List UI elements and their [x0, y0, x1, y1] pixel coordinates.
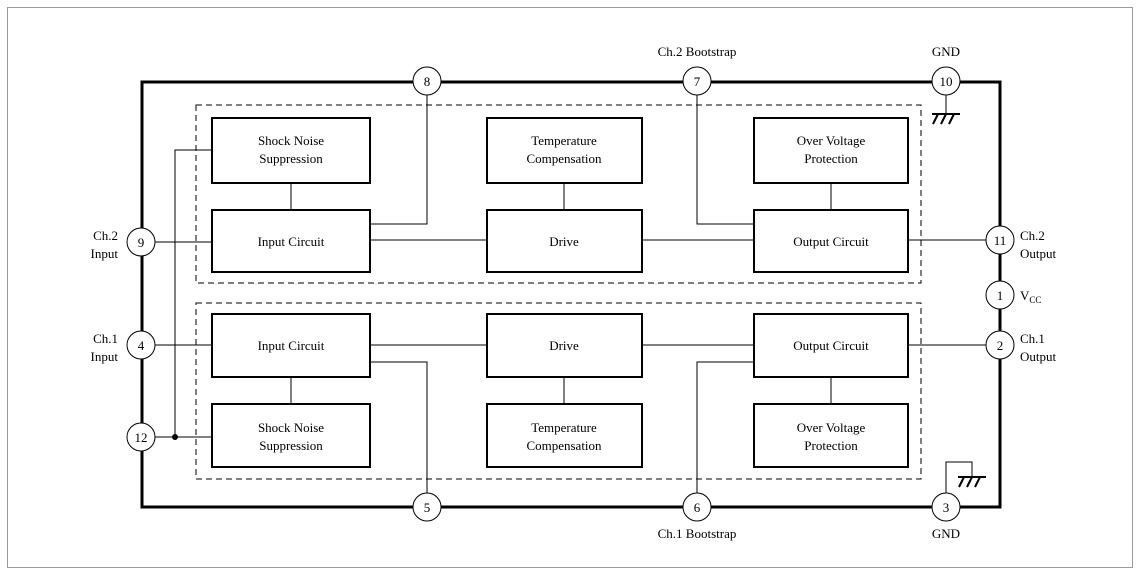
ch1-ovp-line1: Over Voltage — [797, 420, 866, 435]
ch1-input-label-line1: Ch.1 — [93, 331, 118, 346]
ch1-drive-label: Drive — [549, 338, 579, 353]
pins — [126, 66, 1015, 522]
ch1-shock-noise-block — [211, 403, 371, 468]
pin-11 — [985, 225, 1015, 255]
pin-10 — [931, 66, 961, 96]
ch2-ovp-block — [753, 117, 909, 184]
pin-12 — [126, 422, 156, 452]
ch2-shock-noise-block — [211, 117, 371, 184]
ch2-ovp-line2: Protection — [804, 151, 858, 166]
ch2-output-circuit-block — [753, 209, 909, 273]
blocks — [211, 117, 909, 468]
ch2-input-circuit-label: Input Circuit — [258, 234, 325, 249]
ch2-bootstrap-label: Ch.2 Bootstrap — [658, 44, 737, 59]
wires — [155, 95, 986, 494]
ch1-temperature-line1: Temperature — [531, 420, 597, 435]
ch1-ovp-line2: Protection — [804, 438, 858, 453]
ch1-output-circuit-block — [753, 313, 909, 378]
ch2-temperature-line2: Compensation — [526, 151, 602, 166]
ch2-shock-noise-line1: Shock Noise — [258, 133, 324, 148]
ch1-output-circuit-label: Output Circuit — [793, 338, 869, 353]
pin-5-number: 5 — [424, 500, 431, 515]
pin-4-number: 4 — [138, 338, 145, 353]
pin-6-number: 6 — [694, 500, 701, 515]
ch1-shock-noise-line2: Suppression — [259, 438, 323, 453]
ch1-input-circuit-block — [211, 313, 371, 378]
pin-9-number: 9 — [138, 235, 145, 250]
vcc-main: V — [1020, 288, 1030, 303]
ch1-output-label-line2: Output — [1020, 349, 1057, 364]
ch2-input-circuit-block — [211, 209, 371, 273]
ch2-temperature-line1: Temperature — [531, 133, 597, 148]
ch2-output-label-line1: Ch.2 — [1020, 228, 1045, 243]
picture-frame — [7, 7, 1133, 568]
pin-8-number: 8 — [424, 74, 431, 89]
pin-3 — [931, 492, 961, 522]
pin-5 — [412, 492, 442, 522]
pin-7 — [682, 66, 712, 96]
pin-10-number: 10 — [940, 74, 953, 89]
junction-dot — [172, 434, 178, 440]
ch1-bootstrap-label: Ch.1 Bootstrap — [658, 526, 737, 541]
pin-6 — [682, 492, 712, 522]
ch2-shock-noise-line2: Suppression — [259, 151, 323, 166]
pin-8 — [412, 66, 442, 96]
ch2-output-label-line2: Output — [1020, 246, 1057, 261]
ch1-drive-block — [486, 313, 643, 378]
gnd-top-label: GND — [932, 44, 960, 59]
vcc-label: VCC — [1020, 288, 1041, 305]
pin-3-number: 3 — [943, 500, 950, 515]
ch1-shock-noise-line1: Shock Noise — [258, 420, 324, 435]
ch1-temperature-block — [486, 403, 643, 468]
pin-11-number: 11 — [994, 233, 1007, 248]
vcc-subscript: CC — [1029, 295, 1041, 305]
gnd-bottom-label: GND — [932, 526, 960, 541]
pin-7-number: 7 — [694, 74, 701, 89]
ground-icon-bottom — [958, 476, 986, 488]
pin-1 — [985, 280, 1015, 310]
ch1-input-circuit-label: Input Circuit — [258, 338, 325, 353]
ch2-output-circuit-label: Output Circuit — [793, 234, 869, 249]
ch1-temperature-line2: Compensation — [526, 438, 602, 453]
ch2-ovp-line1: Over Voltage — [797, 133, 866, 148]
ch2-drive-block — [486, 209, 643, 273]
ch2-temperature-block — [486, 117, 643, 184]
ch2-region — [195, 104, 922, 284]
ground-icon-top — [932, 113, 960, 125]
pin-1-number: 1 — [997, 288, 1004, 303]
pin-12-number: 12 — [135, 430, 148, 445]
ch2-input-label-line2: Input — [91, 246, 119, 261]
ch1-ovp-block — [753, 403, 909, 468]
ch1-input-label-line2: Input — [91, 349, 119, 364]
ch1-region — [195, 302, 922, 480]
pin-4 — [126, 330, 156, 360]
pin-9 — [126, 227, 156, 257]
ch1-output-label-line1: Ch.1 — [1020, 331, 1045, 346]
ch2-input-label-line1: Ch.2 — [93, 228, 118, 243]
pin-2-number: 2 — [997, 338, 1004, 353]
pin-2 — [985, 330, 1015, 360]
ch2-drive-label: Drive — [549, 234, 579, 249]
